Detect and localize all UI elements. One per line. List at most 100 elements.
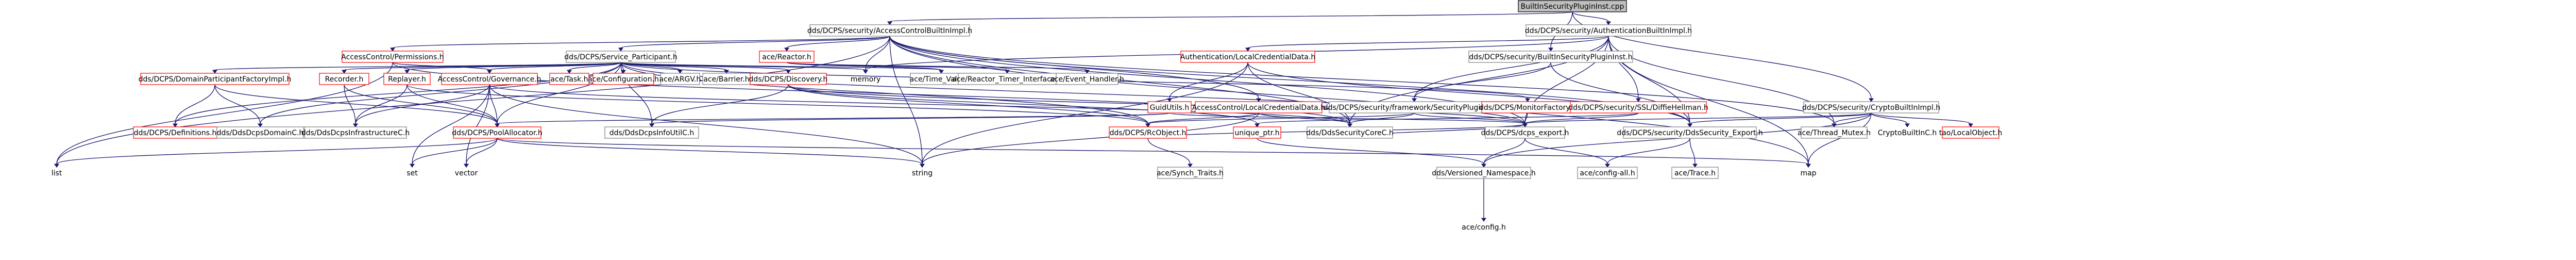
edge-line [392, 36, 890, 48]
node-domainc[interactable]: dds/DdsDcpsDomainC.h [216, 126, 304, 139]
edge-line [1247, 36, 1609, 48]
node-ddsexport[interactable]: dds/DCPS/dcps_export.h [1481, 126, 1569, 139]
node-acetrace[interactable]: ace/Trace.h [1671, 167, 1719, 179]
edge-line [406, 84, 498, 124]
node-box [1801, 126, 1868, 139]
node-box [453, 126, 541, 139]
node-label: ace/ARGV.h [659, 75, 701, 84]
node-aceconfig[interactable]: ace/Configuration.h [588, 73, 659, 85]
node-acetask[interactable]: ace/Task.h [549, 73, 589, 85]
node-ssldh[interactable]: dds/DCPS/security/SSL/DiffieHellman.h [1568, 101, 1708, 113]
node-string: string [912, 169, 933, 177]
edge-line [1608, 36, 1639, 99]
node-tao[interactable]: tao/LocalObject.h [1939, 126, 2003, 139]
edge-line [56, 36, 890, 165]
edge-secexport-to-acetrace [1689, 138, 1698, 168]
node-synch[interactable]: ace/Synch_Traits.h [1157, 167, 1224, 179]
node-acgov[interactable]: AccessControl/Governance.h [437, 73, 541, 85]
node-label: ace/Trace.h [1674, 169, 1716, 177]
edge-svcpart-to-acgov [487, 62, 621, 74]
node-infoutilc[interactable]: dds/DdsDcpsInfoUtilC.h [604, 126, 699, 139]
node-box [1570, 101, 1707, 113]
node-discovery[interactable]: dds/DCPS/Discovery.h [749, 73, 828, 85]
edge-aub-to-acemutex [1608, 36, 1837, 127]
node-cbi[interactable]: dds/DCPS/security/CryptoBuiltInImpl.h [1802, 101, 1940, 113]
node-acebarrier[interactable]: ace/Barrier.h [702, 73, 751, 85]
node-svcpart[interactable]: dds/DCPS/Service_Participant.h [564, 51, 677, 63]
node-box [1233, 126, 1281, 139]
edge-arrowhead [1481, 164, 1486, 168]
node-label: dds/DCPS/DomainParticipantFactoryImpl.h [139, 75, 292, 84]
edge-line [786, 36, 890, 48]
edge-line [889, 36, 1809, 165]
node-aclcd[interactable]: AccessControl/LocalCredentialData.h [1192, 101, 1325, 113]
node-list: list [52, 169, 62, 177]
edge-line [175, 84, 215, 124]
node-recorder[interactable]: Recorder.h [319, 73, 369, 85]
node-aceevh[interactable]: ace/Event_Handler.h [1050, 73, 1124, 85]
edge-svcpart-to-domainc [258, 62, 621, 127]
edge-bip-to-sfpi [1412, 62, 1551, 102]
edge-acb-to-svcpart [618, 36, 890, 52]
node-label: CryptoBuiltInC.h [1878, 129, 1937, 137]
node-authlcd[interactable]: Authentication/LocalCredentialData.h [1180, 51, 1316, 63]
node-label: vector [455, 169, 478, 177]
node-versioned[interactable]: dds/Versioned_Namespace.h [1432, 167, 1536, 179]
edge-secexport-to-aceconfigall [1605, 138, 1690, 168]
edge-ssldh-to-uniqueptr [1255, 112, 1639, 127]
edge-line [788, 84, 1148, 124]
edge-arrowhead [258, 123, 263, 127]
node-uniqueptr[interactable]: unique_ptr.h [1233, 126, 1281, 139]
node-replayer[interactable]: Replayer.h [383, 73, 431, 85]
node-box [549, 73, 589, 85]
edge-line [412, 138, 498, 165]
node-guidutils[interactable]: GuidUtils.h [1147, 101, 1192, 113]
edge-line [1258, 112, 1350, 124]
node-aub[interactable]: dds/DCPS/security/AuthenticationBuiltInI… [1525, 24, 1692, 37]
node-label: dds/DdsSecurityCoreC.h [1306, 129, 1394, 137]
edge-layer [54, 11, 1973, 222]
edge-cbi-to-tao [1871, 112, 1973, 127]
node-secexport[interactable]: dds/DCPS/security/DdsSecurity_Export.h [1617, 126, 1763, 139]
node-acb[interactable]: dds/DCPS/security/AccessControlBuiltInIm… [807, 24, 972, 37]
edge-acereactor-to-aceevh [786, 62, 1090, 74]
node-aceconfigh: ace/config.h [1462, 223, 1506, 232]
edge-arrowhead [1806, 164, 1811, 168]
node-acerti[interactable]: ace/Reactor_Timer_Interface.h [952, 73, 1062, 85]
node-label: GuidUtils.h [1150, 104, 1190, 112]
node-memory: memory [851, 75, 881, 84]
edge-line [889, 36, 923, 165]
node-sfpi[interactable]: dds/DCPS/security/framework/SecurityPlug… [1324, 101, 1505, 113]
node-poolalloc[interactable]: dds/DCPS/PoolAllocator.h [452, 126, 543, 139]
edge-line [489, 84, 923, 165]
node-dpfimpl[interactable]: dds/DCPS/DomainParticipantFactoryImpl.h [139, 73, 292, 85]
edge-line [497, 112, 1170, 124]
edge-line [1689, 112, 1872, 124]
node-aceconfigall[interactable]: ace/config-all.h [1577, 167, 1638, 179]
node-securec[interactable]: dds/DdsSecurityCoreC.h [1306, 126, 1394, 139]
node-rcobject[interactable]: dds/DCPS/RcObject.h [1109, 126, 1187, 139]
edge-line [466, 138, 498, 165]
node-label: BuiltInSecurityPluginInst.cpp [1521, 3, 1624, 11]
edge-dpfimpl-to-definitions [173, 84, 215, 127]
edge-arrowhead [1869, 98, 1874, 102]
node-monfac[interactable]: dds/DCPS/MonitorFactory.h [1479, 101, 1576, 113]
edge-guidutils-to-infoutilc [649, 112, 1170, 127]
node-box [140, 73, 290, 85]
edge-line [489, 84, 498, 124]
node-label: AccessControl/Permissions.h [341, 53, 444, 61]
node-definitions[interactable]: dds/DCPS/Definitions.h [133, 126, 217, 139]
edge-arrowhead [1005, 70, 1010, 74]
node-acemutex[interactable]: ace/Thread_Mutex.h [1798, 126, 1871, 139]
node-box [592, 73, 654, 85]
edge-line [412, 84, 490, 165]
node-acperm[interactable]: AccessControl/Permissions.h [341, 51, 444, 63]
edge-line [620, 62, 866, 71]
edge-line [466, 84, 490, 165]
node-infrac[interactable]: dds/DdsDcpsInfrastructureC.h [301, 126, 410, 139]
edge-arrowhead [786, 70, 791, 74]
node-acereactor[interactable]: ace/Reactor.h [759, 51, 815, 63]
edge-line [569, 62, 621, 71]
node-bip[interactable]: dds/DCPS/security/BuiltInSecurityPluginI… [1468, 51, 1633, 63]
node-aceargv[interactable]: ace/ARGV.h [659, 73, 701, 85]
